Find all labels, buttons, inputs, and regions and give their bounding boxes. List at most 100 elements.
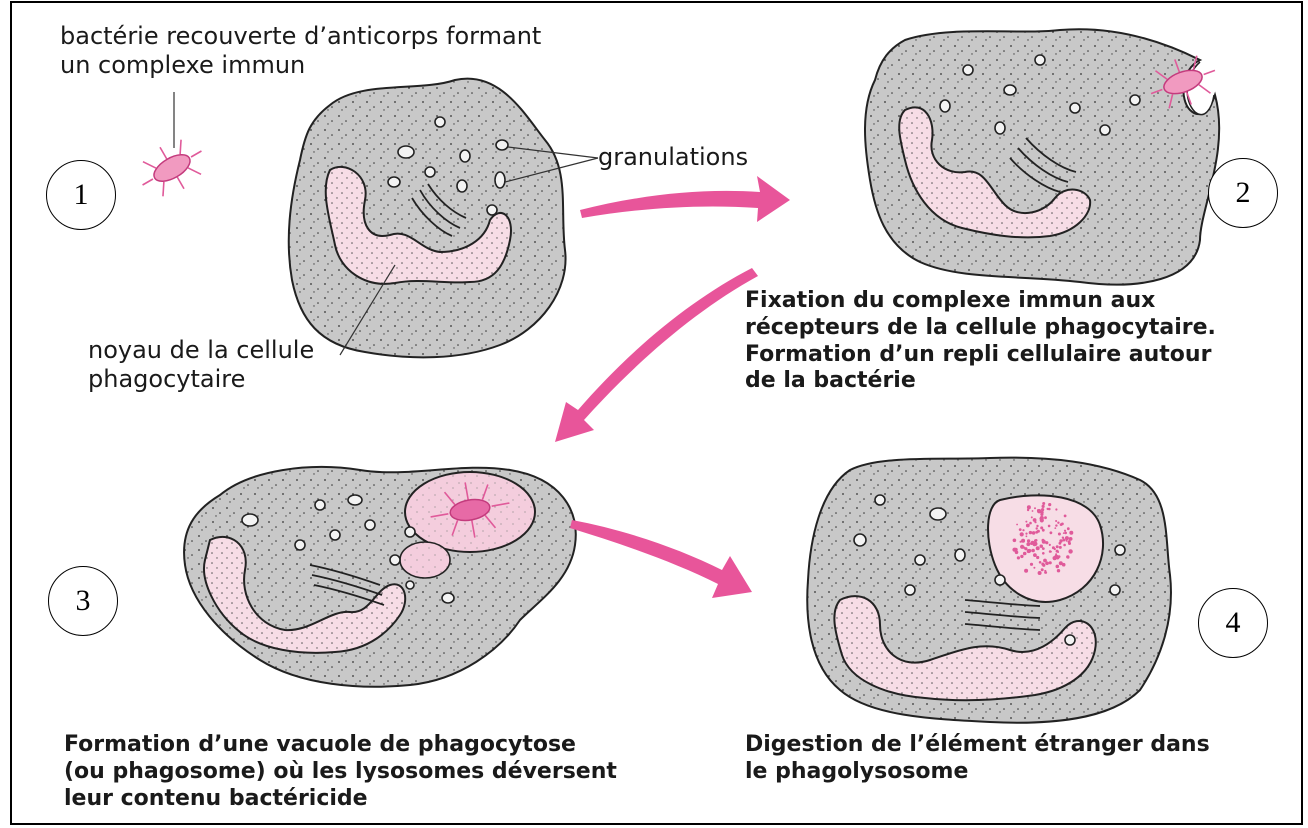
debris-dot bbox=[1013, 539, 1017, 543]
cell-2 bbox=[865, 29, 1219, 284]
debris-dot bbox=[1058, 533, 1061, 536]
debris-dot bbox=[1042, 539, 1045, 542]
debris-dot bbox=[1019, 528, 1022, 531]
debris-dot bbox=[1027, 549, 1031, 553]
step-3-caption-line-1: Formation d’une vacuole de phagocytose bbox=[64, 732, 617, 759]
debris-dot bbox=[1036, 527, 1038, 529]
debris-dot bbox=[1021, 539, 1024, 542]
step-4-caption-line-2: le phagolysosome bbox=[745, 759, 1210, 786]
debris-dot bbox=[1049, 544, 1051, 546]
debris-dot bbox=[1027, 505, 1031, 509]
granules-label: granulations bbox=[598, 143, 748, 172]
debris-dot bbox=[1033, 518, 1037, 522]
debris-dot bbox=[1055, 524, 1057, 526]
debris-dot bbox=[1032, 531, 1036, 535]
debris-dot bbox=[1029, 531, 1032, 534]
cell-3-lysosome bbox=[400, 542, 450, 578]
debris-dot bbox=[1063, 544, 1066, 547]
cell-1 bbox=[289, 79, 566, 358]
debris-dot bbox=[1033, 553, 1037, 557]
debris-dot bbox=[1029, 522, 1032, 525]
step-2-caption: Fixation du complexe immun aux récepteur… bbox=[745, 288, 1216, 395]
debris-dot bbox=[1025, 533, 1027, 535]
debris-dot bbox=[1049, 550, 1052, 553]
bacterium-label: bactérie recouverte d’anticorps formant … bbox=[60, 22, 541, 80]
debris-dot bbox=[1042, 505, 1045, 508]
arrow-step-2-to-3 bbox=[555, 268, 758, 442]
debris-dot bbox=[1068, 549, 1072, 553]
debris-dot bbox=[1056, 565, 1060, 569]
debris-dot bbox=[1039, 561, 1042, 564]
debris-dot bbox=[1016, 524, 1018, 526]
debris-dot bbox=[1030, 542, 1033, 545]
arrow-step-3-to-4 bbox=[570, 520, 752, 598]
debris-dot bbox=[1068, 542, 1071, 545]
step-number-1: 1 bbox=[46, 160, 116, 230]
debris-dot bbox=[1059, 546, 1062, 549]
bacterium-free bbox=[131, 130, 214, 206]
debris-dot bbox=[1026, 535, 1028, 537]
debris-dot bbox=[1030, 563, 1033, 566]
debris-dot bbox=[1048, 503, 1051, 506]
step-number-2: 2 bbox=[1208, 158, 1278, 228]
debris-dot bbox=[1059, 539, 1062, 542]
debris-dot bbox=[1069, 531, 1073, 535]
step-3-caption: Formation d’une vacuole de phagocytose (… bbox=[64, 732, 617, 812]
debris-dot bbox=[1034, 507, 1036, 509]
debris-dot bbox=[1066, 537, 1068, 539]
debris-dot bbox=[1025, 521, 1027, 523]
step-2-caption-line-2: récepteurs de la cellule phagocytaire. bbox=[745, 315, 1216, 342]
debris-dot bbox=[1042, 529, 1045, 532]
nucleus-label-line-1: noyau de la cellule bbox=[88, 336, 314, 365]
debris-dot bbox=[1020, 555, 1023, 558]
debris-dot bbox=[1020, 545, 1024, 549]
debris-dot bbox=[1041, 511, 1044, 514]
debris-dot bbox=[1023, 552, 1027, 556]
debris-dot bbox=[1064, 530, 1066, 532]
debris-dot bbox=[1022, 529, 1024, 531]
debris-dot bbox=[1020, 532, 1024, 536]
debris-dot bbox=[1041, 508, 1044, 511]
debris-dot bbox=[1064, 515, 1067, 518]
debris-dot bbox=[1028, 524, 1030, 526]
debris-dot bbox=[1038, 571, 1042, 575]
debris-dot bbox=[1057, 551, 1059, 553]
debris-dot bbox=[1026, 542, 1030, 546]
step-number-4: 4 bbox=[1198, 588, 1268, 658]
debris-dot bbox=[1057, 569, 1060, 572]
debris-dot bbox=[1054, 548, 1056, 550]
bacterium-label-line-1: bactérie recouverte d’anticorps formant bbox=[60, 22, 541, 51]
nucleus-label: noyau de la cellule phagocytaire bbox=[88, 336, 314, 394]
debris-dot bbox=[1040, 545, 1042, 547]
debris-dot bbox=[1041, 568, 1044, 571]
debris-dot bbox=[1066, 540, 1068, 542]
step-2-caption-line-4: de la bactérie bbox=[745, 368, 1216, 395]
cell-4 bbox=[807, 458, 1171, 723]
debris-dot bbox=[1032, 510, 1034, 512]
debris-dot bbox=[1043, 559, 1047, 563]
debris-dot bbox=[1015, 548, 1017, 550]
debris-dot bbox=[1050, 531, 1053, 534]
nucleus-label-line-2: phagocytaire bbox=[88, 365, 314, 394]
step-number-3: 3 bbox=[48, 566, 118, 636]
debris-dot bbox=[1035, 531, 1038, 534]
debris-dot bbox=[1047, 508, 1049, 510]
debris-dot bbox=[1057, 522, 1059, 524]
debris-dot bbox=[1069, 537, 1073, 541]
debris-dot bbox=[1033, 567, 1035, 569]
debris-dot bbox=[1067, 556, 1069, 558]
debris-dot bbox=[1059, 561, 1063, 565]
debris-dot bbox=[1061, 523, 1064, 526]
debris-dot bbox=[1042, 547, 1045, 550]
debris-dot bbox=[1024, 569, 1028, 573]
debris-dot bbox=[1064, 532, 1067, 535]
debris-dot bbox=[1041, 563, 1044, 566]
debris-dot bbox=[1017, 556, 1020, 559]
debris-dot bbox=[1045, 563, 1047, 565]
debris-dot bbox=[1054, 527, 1056, 529]
debris-dot bbox=[1055, 553, 1057, 555]
debris-dot bbox=[1055, 508, 1057, 510]
debris-dot bbox=[1031, 516, 1033, 518]
debris-dot bbox=[1062, 539, 1065, 542]
